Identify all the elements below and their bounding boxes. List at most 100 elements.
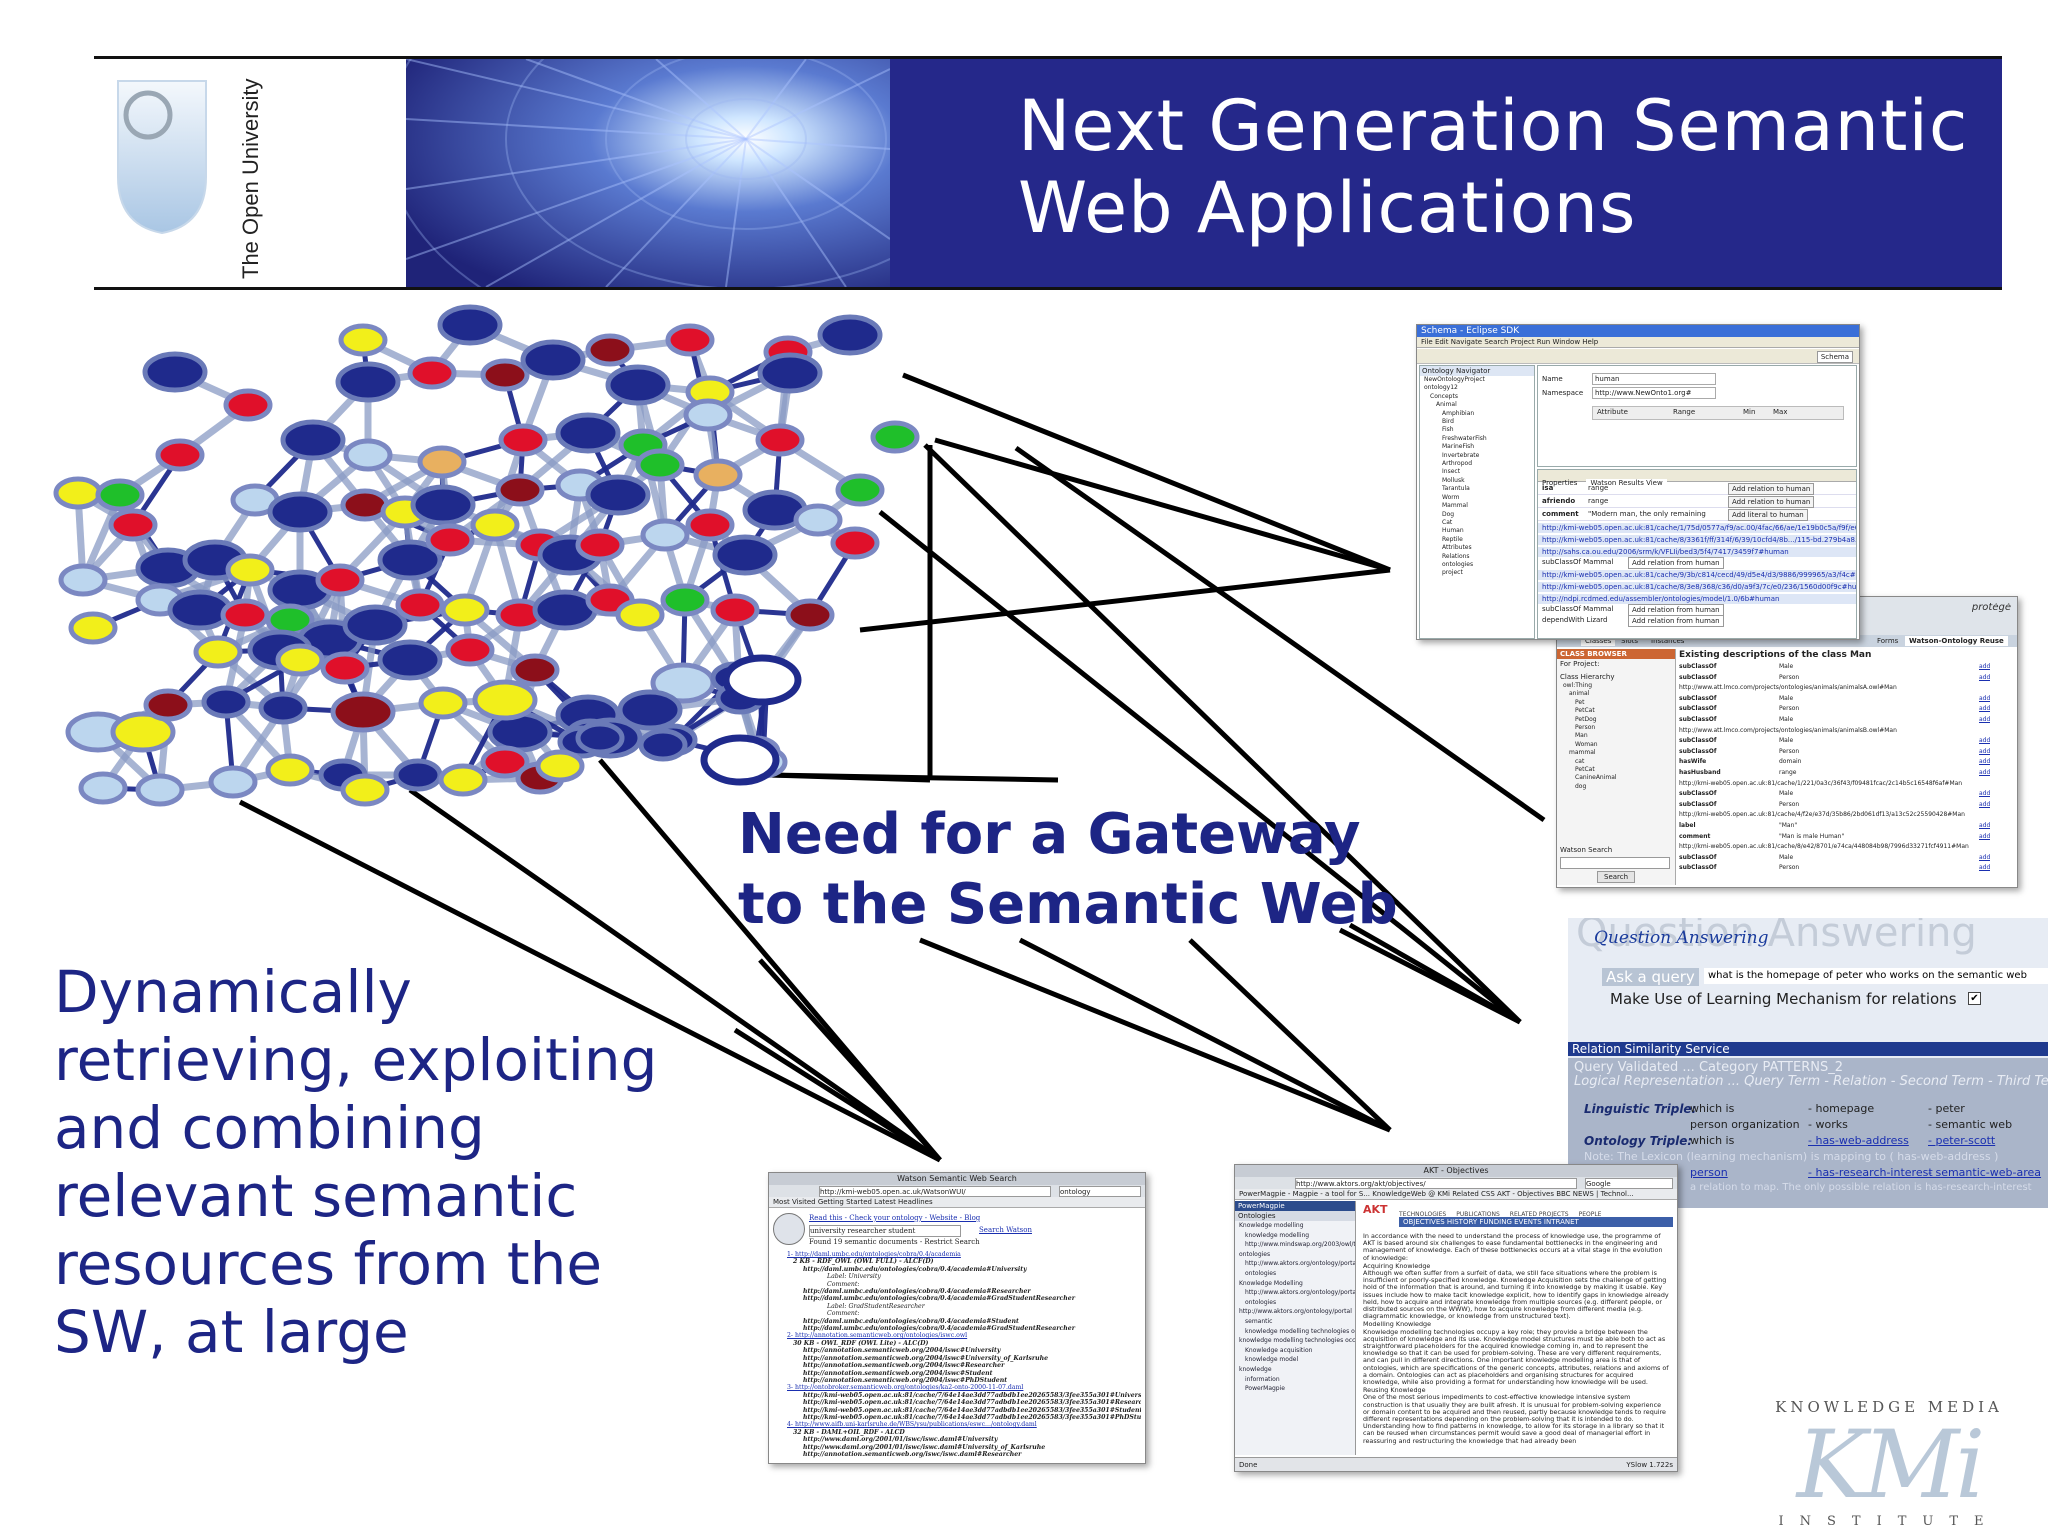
watson-found-count: Found 19 semantic documents - Restrict S… <box>809 1238 980 1246</box>
watson-nav-links[interactable]: Read this - Check your ontology - Websit… <box>809 1214 981 1222</box>
description-relation: comment <box>1679 832 1711 840</box>
add-description-link[interactable]: add <box>1979 758 1991 766</box>
onto-1-c[interactable]: - peter-scott <box>1928 1134 1996 1147</box>
tab-classes[interactable]: Classes <box>1581 636 1616 646</box>
slide-title: Next Generation Semantic Web Application… <box>1018 85 1988 249</box>
watson-url-field[interactable]: http://kmi-web05.open.ac.uk/WatsonWUI/ <box>819 1186 1051 1197</box>
learning-checkbox[interactable]: ✔ <box>1968 992 1981 1005</box>
result-url[interactable]: http://kmi-web05.open.ac.uk:81/cache/9/3… <box>1538 570 1856 580</box>
search-watson-button[interactable]: Search Watson <box>979 1226 1032 1234</box>
description-row: http://kmi-web05.open.ac.uk:81/cache/1/2… <box>1679 779 2015 790</box>
result-url[interactable]: http://kmi-web05.open.ac.uk:81/cache/1/7… <box>1538 523 1856 533</box>
watson-search-button[interactable]: Search <box>1597 871 1636 883</box>
kmi-main-text: KMi <box>1796 1411 1986 1520</box>
add-description-link[interactable]: add <box>1979 715 1991 723</box>
pm-tabs-bar[interactable]: PowerMagpie - Magpie - a tool for S... K… <box>1235 1189 1677 1200</box>
add-description-link[interactable]: add <box>1979 737 1991 745</box>
add-description-link[interactable]: add <box>1979 673 1991 681</box>
watson-browser-search[interactable]: ontology <box>1059 1186 1141 1197</box>
onto-1-b[interactable]: - has-web-address <box>1808 1134 1909 1147</box>
result-url[interactable]: http://sahs.ca.ou.edu/2006/srm/k/VFLIi/b… <box>1538 547 1856 557</box>
add-description-link[interactable]: add <box>1979 705 1991 713</box>
watson-result-line: http://kmi-web05.open.ac.uk:81/cache/7/6… <box>803 1413 1141 1421</box>
akt-subnav[interactable]: OBJECTIVES HISTORY FUNDING EVENTS INTRAN… <box>1399 1217 1673 1227</box>
add-relation-from-button[interactable]: Add relation from human <box>1628 557 1724 569</box>
description-value: Male <box>1779 790 1794 798</box>
result-url[interactable]: http://kmi-web05.open.ac.uk:81/cache/8/3… <box>1538 582 1856 592</box>
ontology-tree-item: Mammal <box>1442 502 1468 510</box>
graph-node <box>830 526 880 560</box>
add-description-link[interactable]: add <box>1979 853 1991 861</box>
connector-line <box>934 437 1391 573</box>
watson-search-input[interactable] <box>1560 857 1670 869</box>
description-value: Male <box>1779 737 1794 745</box>
graph-node <box>472 679 538 721</box>
tab-properties[interactable]: Properties <box>1542 479 1578 487</box>
body-text: Dynamically retrieving, exploiting and c… <box>54 958 694 1366</box>
qa-small-title: Question Answering <box>1594 928 1769 948</box>
class-tree-item: PetCat <box>1575 766 1595 774</box>
add-relation-button[interactable]: Add relation to human <box>1728 483 1815 495</box>
pm-url-field[interactable]: http://www.aktors.org/akt/objectives/ <box>1295 1178 1577 1189</box>
graph-node <box>142 351 208 393</box>
ling-2-a: person organization <box>1690 1118 1800 1131</box>
graph-node <box>635 448 685 482</box>
watson-url-bar: http://kmi-web05.open.ac.uk/WatsonWUI/ o… <box>769 1185 1145 1197</box>
class-browser-panel: CLASS BROWSER For Project: Class Hierarc… <box>1557 649 1676 885</box>
tunnel-banner-image <box>406 59 890 287</box>
onto-2-b[interactable]: - has-research-interest <box>1808 1166 1933 1179</box>
graph-node <box>410 484 476 526</box>
graph-node <box>340 773 390 807</box>
akt-nav-item[interactable]: RELATED PROJECTS <box>1509 1211 1569 1218</box>
watson-bookmarks-bar[interactable]: Most Visited Getting Started Latest Head… <box>769 1197 1145 1208</box>
tab-watson-results[interactable]: Watson Results View <box>1586 479 1667 487</box>
pm-browser-search[interactable]: Google <box>1585 1178 1673 1189</box>
add-relation-button[interactable]: Add relation to human <box>1728 496 1815 508</box>
query-input[interactable]: what is the homepage of peter who works … <box>1704 968 2048 984</box>
tab-instances[interactable]: Instances <box>1651 637 1685 645</box>
ontology-tree-item: NewOntologyProject <box>1424 376 1485 383</box>
watson-result-line: http://annotation.semanticweb.org/2004/i… <box>803 1362 1005 1370</box>
name-field[interactable]: human <box>1592 373 1716 385</box>
add-description-link[interactable]: add <box>1979 864 1991 872</box>
tab-watson-reuse[interactable]: Watson-Ontology Reuse <box>1905 636 2008 646</box>
graph-node <box>638 728 688 762</box>
add-description-link[interactable]: add <box>1979 821 1991 829</box>
eclipse-menubar[interactable]: File Edit Navigate Search Project Run Wi… <box>1417 337 1859 348</box>
watson-result-line: http://daml.umbc.edu/ontologies/cobra/0.… <box>803 1295 1075 1303</box>
add-description-link[interactable]: add <box>1979 790 1991 798</box>
akt-nav-item[interactable]: PUBLICATIONS <box>1456 1211 1500 1218</box>
connector-line <box>1018 937 1392 1133</box>
add-relation-from-button[interactable]: Add relation from human <box>1628 615 1724 627</box>
schema-perspective-button[interactable]: Schema <box>1816 351 1853 363</box>
add-description-link[interactable]: add <box>1979 832 1991 840</box>
add-description-link[interactable]: add <box>1979 694 1991 702</box>
description-source-url: http://kmi-web05.open.ac.uk:81/cache/1/2… <box>1679 779 1963 787</box>
add-description-link[interactable]: add <box>1979 663 1991 670</box>
class-tree-item: animal <box>1569 690 1590 698</box>
onto-2-a[interactable]: person <box>1690 1166 1728 1179</box>
tab-slots[interactable]: Slots <box>1621 637 1639 645</box>
akt-nav-item[interactable]: PEOPLE <box>1578 1211 1602 1218</box>
add-description-link[interactable]: add <box>1979 747 1991 755</box>
eclipse-titlebar: Schema - Eclipse SDK <box>1417 325 1859 337</box>
graph-node <box>58 563 108 597</box>
ontology-tree-item: Cat <box>1442 518 1453 526</box>
graph-node <box>377 639 443 681</box>
result-url[interactable]: http://kmi-web05.open.ac.uk:81/cache/8/3… <box>1538 535 1856 545</box>
body-line-5: resources from the <box>54 1230 603 1298</box>
add-relation-button[interactable]: Add literal to human <box>1728 509 1808 521</box>
watson-query-input[interactable]: university researcher student <box>809 1225 961 1237</box>
ontology-tree-item: project <box>1442 569 1463 577</box>
add-description-link[interactable]: add <box>1979 800 1991 808</box>
onto-2-c[interactable]: - semantic-web-area <box>1928 1166 2042 1179</box>
watson-result-line: http://annotation.semanticweb.org/iswc/i… <box>803 1450 1022 1458</box>
tab-forms[interactable]: Forms <box>1877 637 1899 645</box>
result-url[interactable]: http://ndpi.rcdmed.edu/assembler/ontolog… <box>1538 594 1856 604</box>
akt-paragraph: Knowledge modelling technologies occupy … <box>1363 1327 1669 1387</box>
add-description-link[interactable]: add <box>1979 768 1991 776</box>
namespace-field[interactable]: http://www.NewOnto1.org# <box>1592 387 1716 399</box>
akt-nav-item[interactable]: TECHNOLOGIES <box>1399 1211 1447 1218</box>
connector-lines <box>238 372 1546 1163</box>
graph-node <box>793 503 843 537</box>
